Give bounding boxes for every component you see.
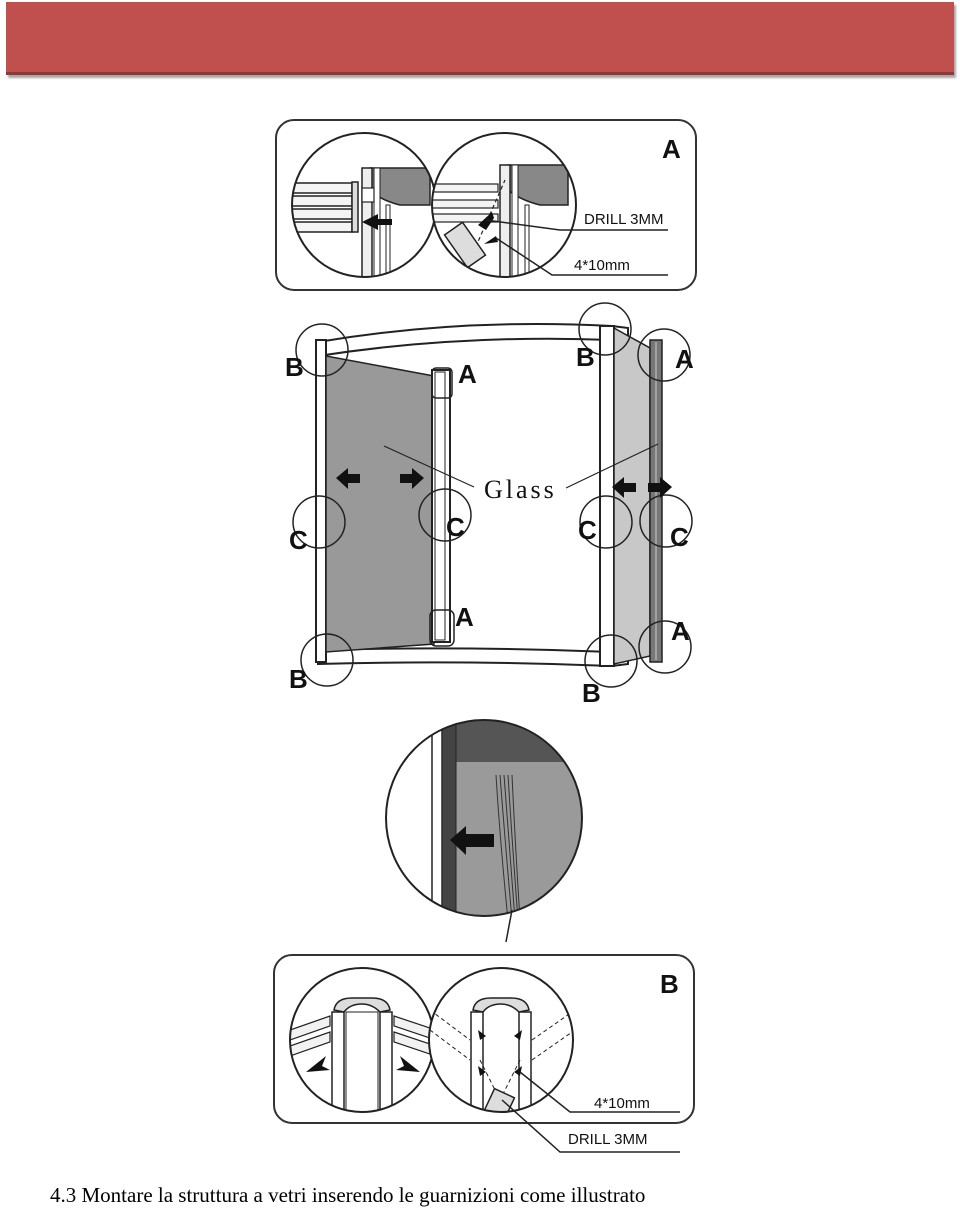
- glass-label: Glass: [484, 475, 557, 504]
- detail-a-drill-label: DRILL 3MM: [584, 211, 663, 228]
- detail-b-drill-label: DRILL 3MM: [568, 1131, 647, 1148]
- detail-b-left-zoom: [290, 968, 434, 1112]
- detail-b-panel: B: [273, 954, 695, 1153]
- assembly-view: Glass B A B A C C C C A A B B: [285, 302, 694, 708]
- header-bar: [6, 2, 954, 75]
- detail-b-tag: B: [660, 969, 679, 999]
- detail-a-tag: A: [662, 134, 681, 164]
- detail-b-screw-label: 4*10mm: [594, 1095, 650, 1112]
- instruction-caption: 4.3 Montare la struttura a vetri inseren…: [50, 1183, 646, 1207]
- corner-label-c-left-inner: C: [446, 512, 465, 542]
- detail-a-right-zoom: [432, 133, 576, 277]
- seal-zoom-circle: [385, 719, 583, 943]
- corner-label-b-top-right: B: [576, 342, 595, 372]
- corner-label-b-bottom-right: B: [582, 678, 601, 708]
- corner-label-b-top-left: B: [285, 352, 304, 382]
- detail-a-panel: A: [275, 119, 697, 291]
- detail-a-screw-label: 4*10mm: [574, 257, 630, 274]
- corner-label-a-top-right: A: [675, 344, 694, 374]
- corner-label-b-bottom-left: B: [289, 664, 308, 694]
- corner-label-a-bottom-left: A: [455, 602, 474, 632]
- corner-label-c-right-inner: C: [578, 515, 597, 545]
- corner-label-c-left-outer: C: [289, 525, 308, 555]
- corner-label-c-right-outer: C: [670, 522, 689, 552]
- detail-b-right-zoom: [429, 968, 573, 1112]
- corner-label-a-bottom-right: A: [671, 616, 690, 646]
- detail-a-left-zoom: [292, 133, 436, 277]
- corner-label-a-top-left: A: [458, 359, 477, 389]
